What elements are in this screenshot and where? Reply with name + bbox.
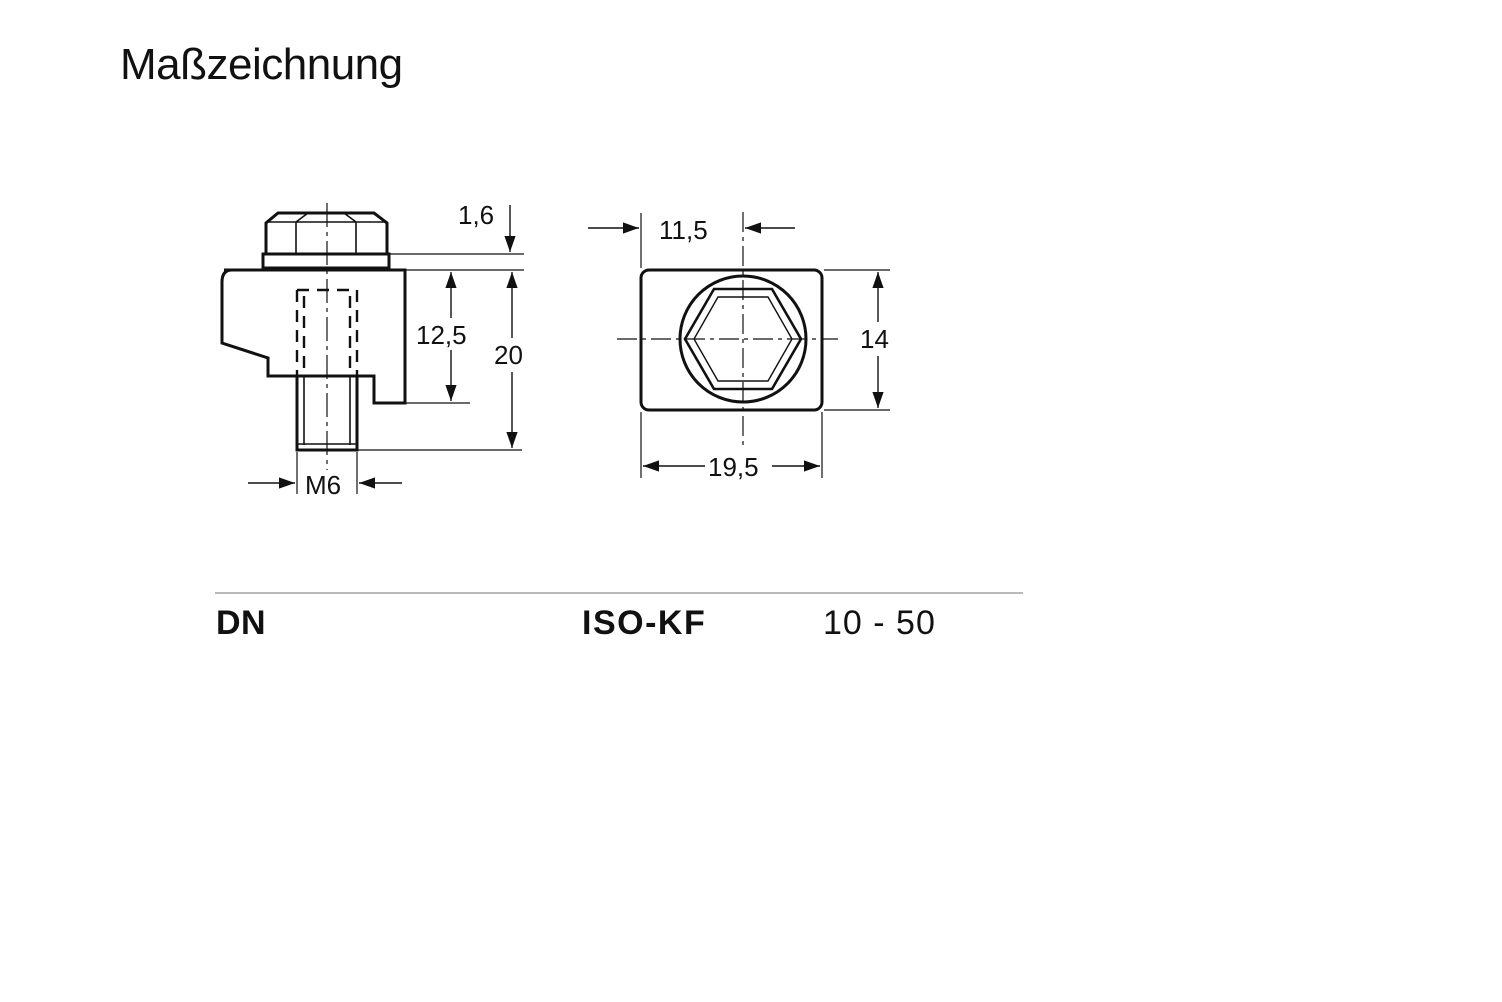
dim-clamp-height: 12,5 <box>416 320 467 350</box>
divider <box>215 592 1023 594</box>
flange <box>261 252 391 270</box>
dim-top-offset: 11,5 <box>659 215 708 245</box>
top-view <box>588 212 890 478</box>
spec-type: ISO-KF <box>582 604 707 642</box>
spec-label: DN <box>216 604 267 642</box>
spec-range: 10 - 50 <box>823 604 936 642</box>
side-view <box>220 203 524 494</box>
dim-body-height: 14 <box>860 324 889 354</box>
dim-flange-thickness: 1,6 <box>458 200 494 230</box>
clamp-body <box>220 268 407 405</box>
page-title: Maßzeichnung <box>120 40 403 89</box>
dim-body-width: 19,5 <box>708 452 759 482</box>
clamp-outline <box>639 268 824 412</box>
dim-thread: M6 <box>305 470 341 500</box>
dim-total-height: 20 <box>494 340 523 370</box>
